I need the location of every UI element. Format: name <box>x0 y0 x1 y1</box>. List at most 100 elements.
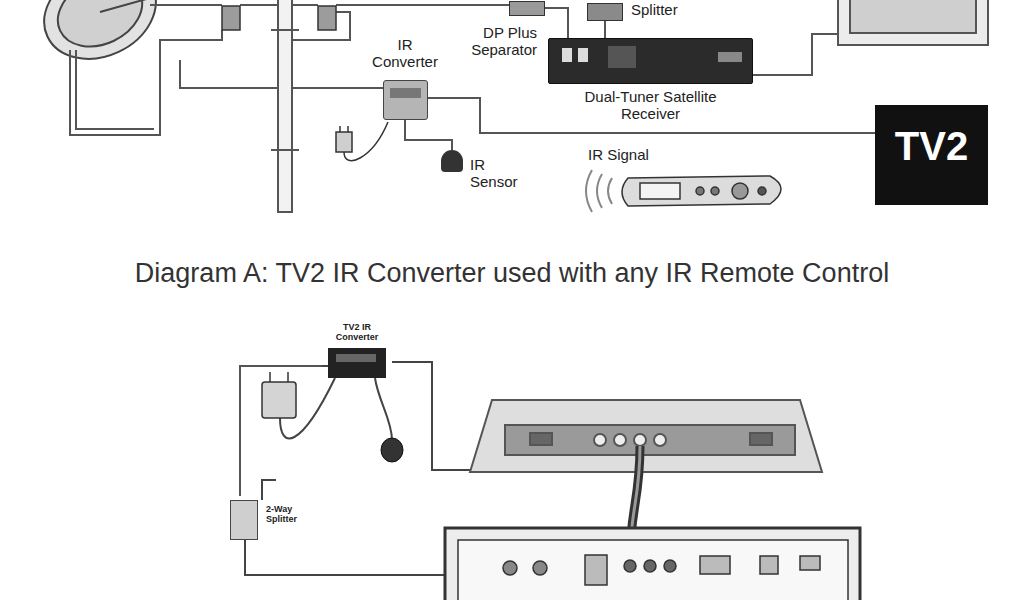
multiswitch-splitter <box>222 6 336 30</box>
av-wires-part <box>375 378 392 440</box>
device-part <box>578 48 588 62</box>
coax-connector <box>605 21 606 38</box>
tv-set-part <box>838 0 988 45</box>
connector-line <box>240 366 322 496</box>
separator-device: DP Plus Separator <box>455 0 545 59</box>
receiver-back-panel-part <box>700 556 730 574</box>
satellite-dish-part <box>29 0 171 76</box>
remote-control-part <box>622 176 781 206</box>
av-wires-part <box>392 362 478 470</box>
remote-control-part <box>732 183 748 199</box>
av-device-part <box>750 433 772 445</box>
ir-sensor-dome <box>381 438 403 462</box>
av-device-part <box>505 425 795 455</box>
satellite-dish-part <box>47 0 154 60</box>
receiver-back-panel <box>445 528 860 600</box>
receiver-back-panel-part <box>760 556 778 574</box>
mounting-pole <box>271 0 299 212</box>
receiver-back-panel-part <box>624 560 636 572</box>
av-device-part <box>470 400 822 472</box>
splitter-device: Splitter <box>585 0 703 21</box>
satellite-dish <box>29 0 171 76</box>
diagram-caption: Diagram A: TV2 IR Converter used with an… <box>0 258 1024 289</box>
ir-sensor: IR Sensor <box>440 150 525 191</box>
multiswitch-splitter-part <box>222 6 240 30</box>
connector-line <box>604 21 606 38</box>
device-part <box>328 348 386 378</box>
node-label: 2-Way Splitter <box>228 496 313 525</box>
multiswitch-splitter-part <box>318 6 336 30</box>
receiver-back-panel-part <box>800 556 820 570</box>
mounting-pole-part <box>271 149 299 151</box>
coax-connector <box>240 366 322 496</box>
device-part <box>587 3 623 21</box>
av-device-part <box>634 434 646 446</box>
node-label: IR Converter <box>360 36 450 71</box>
av-device-part <box>594 434 606 446</box>
coax-wire <box>70 5 838 135</box>
av-device-part <box>654 434 666 446</box>
ir-waves-part <box>586 170 592 212</box>
wall-adapter <box>262 372 296 418</box>
receiver-back-panel-part <box>503 561 517 575</box>
receiver-back-panel-part <box>458 540 848 600</box>
coax-wire-part <box>76 50 154 129</box>
av-device-part <box>530 433 552 445</box>
power-adapter-part <box>347 126 349 132</box>
ir-waves-part <box>608 178 612 204</box>
av-wires-part <box>245 540 470 575</box>
node-label: IR Sensor <box>440 150 525 191</box>
ir-waves-part <box>597 174 602 208</box>
connector-line <box>405 120 452 150</box>
power-adapter-part <box>344 122 388 161</box>
signal-label: IR Signal <box>588 146 649 163</box>
device-part <box>383 80 428 120</box>
satellite-dish-part <box>100 0 150 12</box>
wall-adapter-part <box>287 372 289 382</box>
wall-adapter-part <box>269 372 271 382</box>
ir-sensor-dome-part <box>381 438 403 462</box>
power-adapter-part <box>339 126 341 132</box>
coax-wire-part <box>753 34 838 75</box>
device-part <box>509 1 545 16</box>
mounting-pole-part <box>271 29 299 31</box>
tv2-screen: TV2 <box>875 105 988 205</box>
device-part <box>562 48 572 62</box>
receiver-back-panel-part <box>644 560 656 572</box>
av-device-part <box>614 434 626 446</box>
two-way-splitter: 2-Way Splitter <box>228 496 313 540</box>
connector-line <box>545 8 568 38</box>
receiver-back-panel-part <box>664 560 676 572</box>
remote-control-part <box>696 187 704 195</box>
ir-waves <box>586 170 612 212</box>
mounting-pole-part <box>278 0 292 212</box>
device-part <box>230 500 258 540</box>
av-wires <box>245 362 478 575</box>
av-device <box>470 400 822 472</box>
remote-control-part <box>758 187 766 195</box>
remote-control-part <box>640 183 680 199</box>
coax-connector <box>545 8 568 38</box>
ir-converter-box: IR Converter <box>360 36 450 120</box>
node-label: TV2 <box>875 105 988 169</box>
node-label: Dual-Tuner Satellite Receiver <box>548 38 753 123</box>
remote-control-part <box>711 187 719 195</box>
device-part <box>390 88 421 98</box>
node-label: TV2 IR Converter <box>322 322 392 343</box>
device-part <box>608 46 636 68</box>
tv-set <box>838 0 988 45</box>
ir-converter-box: TV2 IR Converter <box>322 322 392 378</box>
node-label: Splitter <box>585 0 703 18</box>
node-label: DP Plus Separator <box>455 0 545 59</box>
receiver-box: Dual-Tuner Satellite Receiver <box>548 38 753 123</box>
device-part <box>441 150 463 172</box>
device-part <box>718 52 742 62</box>
coax-wire-part <box>336 4 509 6</box>
receiver-back-panel-part <box>533 561 547 575</box>
coax-wire-part <box>428 97 450 99</box>
coax-wire-part <box>150 4 222 6</box>
receiver-back-panel-part <box>585 555 607 585</box>
